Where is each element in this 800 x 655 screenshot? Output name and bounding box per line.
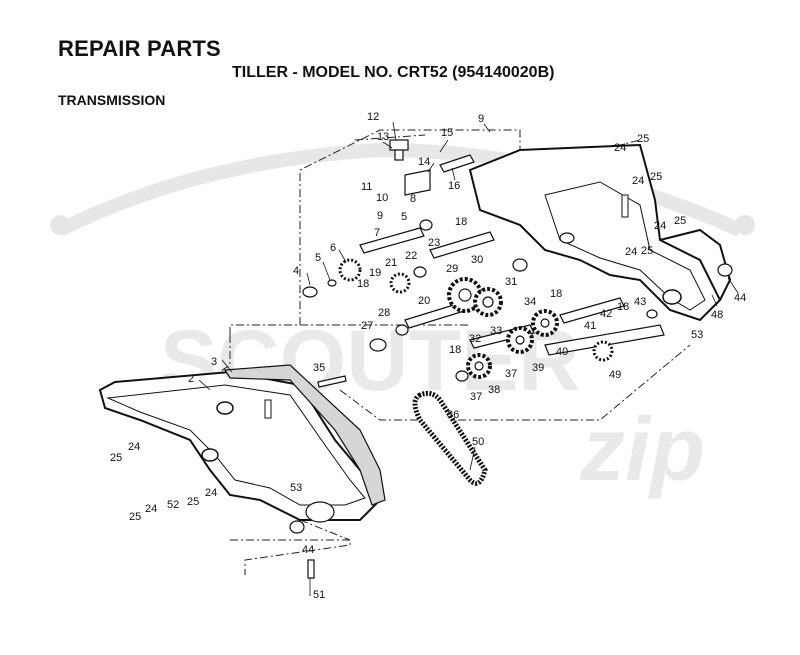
callout-label: 24 (128, 441, 140, 453)
callout-label: 23 (428, 237, 440, 249)
callout-label: 43 (634, 296, 646, 308)
callout-label: 24 (205, 487, 217, 499)
callout-label: 30 (471, 254, 483, 266)
callout-label: 38 (488, 384, 500, 396)
callout-label: 24 (632, 175, 644, 187)
callout-label: 25 (129, 511, 141, 523)
callout-label: 12 (367, 111, 379, 123)
callout-label: 44 (302, 544, 314, 556)
callout-label: 18 (357, 278, 369, 290)
callout-label: 29 (446, 263, 458, 275)
callout-label: 2 (188, 373, 194, 385)
callout-label: 14 (418, 156, 430, 168)
callout-label: 15 (441, 127, 453, 139)
callout-label: 24 (654, 220, 666, 232)
callout-label: 50 (472, 436, 484, 448)
callout-label: 9 (377, 210, 383, 222)
callout-label: 24 (625, 246, 637, 258)
callout-label: 5 (401, 211, 407, 223)
callout-label: 10 (376, 192, 388, 204)
callout-label: 13 (377, 131, 389, 143)
callout-label: 35 (313, 362, 325, 374)
callout-label: 51 (313, 589, 325, 601)
callout-label: 39 (532, 362, 544, 374)
callout-label: 37 (505, 368, 517, 380)
callout-label: 6 (330, 242, 336, 254)
callout-label: 11 (361, 181, 372, 193)
callout-label: 25 (650, 171, 662, 183)
callout-label: 36 (447, 409, 459, 421)
callout-label: 27 (361, 320, 373, 332)
callout-label: 16 (448, 180, 460, 192)
callout-label: 25 (187, 496, 199, 508)
callout-label: 8 (410, 193, 416, 205)
callout-label: 48 (711, 309, 723, 321)
callout-label: 24 (614, 142, 626, 154)
section-title: TRANSMISSION (58, 92, 166, 108)
callout-label: 22 (405, 250, 417, 262)
callout-label: 52 (167, 499, 179, 511)
callout-labels: 12 13 15 9 14 16 8 11 10 9 5 18 7 23 6 5… (110, 111, 746, 601)
callout-label: 7 (374, 227, 380, 239)
callout-label: 41 (584, 320, 596, 332)
small-parts (289, 139, 733, 579)
callout-label: 53 (691, 329, 703, 341)
callout-label: 34 (524, 296, 536, 308)
callout-label: 18 (455, 216, 467, 228)
sprockets (447, 277, 614, 379)
callout-label: 40 (556, 346, 568, 358)
callout-label: 20 (418, 295, 430, 307)
callout-label: 49 (609, 369, 621, 381)
chain (412, 390, 488, 486)
callout-label: 4 (293, 265, 299, 277)
callout-label: 19 (369, 267, 381, 279)
callout-label: 3 (211, 356, 217, 368)
callout-label: 24 (145, 503, 157, 515)
model-subtitle: TILLER - MODEL NO. CRT52 (954140020B) (232, 64, 555, 81)
left-housing (98, 364, 386, 521)
page-title: REPAIR PARTS (58, 36, 221, 61)
watermark: SCOUTER zip (50, 142, 755, 500)
callout-label: 42 (600, 308, 612, 320)
callout-label: 28 (378, 307, 390, 319)
callout-label: 5 (315, 252, 321, 264)
callout-label: 18 (617, 301, 629, 313)
right-housing (468, 143, 732, 322)
callout-label: 32 (469, 333, 481, 345)
callout-label: 18 (449, 344, 461, 356)
callout-label: 25 (637, 133, 649, 145)
callout-label: 21 (385, 257, 397, 269)
callout-label: 31 (505, 276, 517, 288)
callout-label: 9 (478, 113, 484, 125)
callout-label: 25 (674, 215, 686, 227)
callout-label: 53 (290, 482, 302, 494)
callout-label: 18 (550, 288, 562, 300)
watermark-zip: zip (579, 400, 705, 500)
callout-label: 25 (641, 245, 653, 257)
callout-label: 33 (490, 325, 502, 337)
callout-label: 25 (110, 452, 122, 464)
leader-lines (198, 121, 739, 596)
callout-label: 44 (734, 292, 746, 304)
callout-label: 37 (470, 391, 482, 403)
